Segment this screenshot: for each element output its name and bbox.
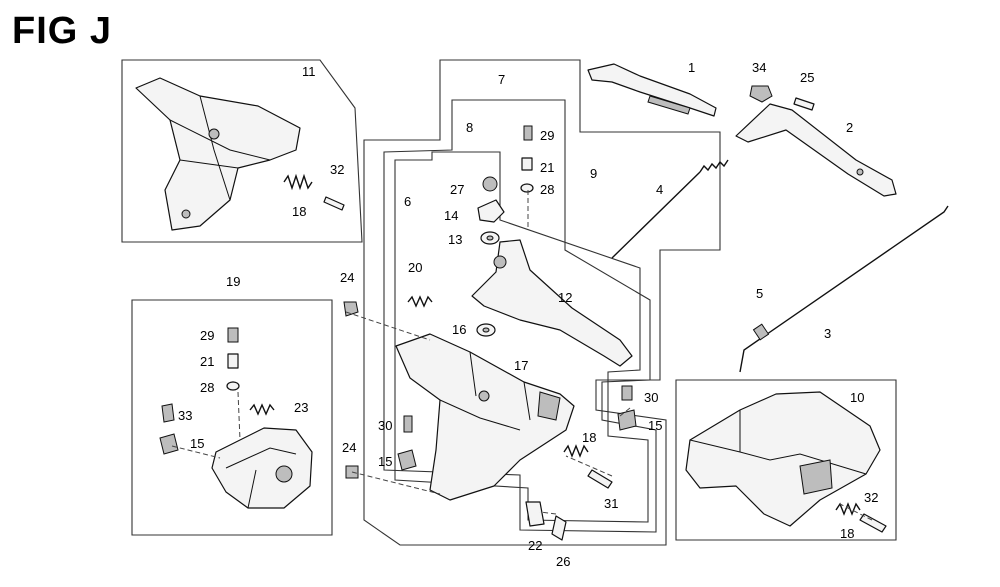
callout-9: 9 (590, 166, 597, 181)
callout-13: 13 (448, 232, 462, 247)
callout-34: 34 (752, 60, 766, 75)
callout-18-b: 18 (582, 430, 596, 445)
callout-18-c: 18 (840, 526, 854, 541)
part-15-clip-c (159, 433, 179, 455)
part-24-bolt-a (343, 301, 359, 317)
part-21-collar-a (521, 157, 533, 171)
callout-22: 22 (528, 538, 542, 553)
callout-1: 1 (688, 60, 695, 75)
frame-group-6 (394, 151, 649, 523)
part-30-screw-a (403, 415, 413, 433)
part-12-governor-arm (471, 239, 633, 367)
callout-32-b: 32 (864, 490, 878, 505)
callout-7: 7 (498, 72, 505, 87)
frame-group-19 (131, 299, 333, 536)
part-26-bolt-b (551, 515, 567, 541)
part-15-clip-a (397, 449, 417, 471)
callout-15-a: 15 (378, 454, 392, 469)
part-17-base-plate (395, 333, 575, 501)
part-14-bracket (477, 199, 505, 223)
part-20-spring (407, 295, 433, 308)
callout-26-a: 26 (556, 554, 570, 569)
part-32-screw-a (323, 196, 345, 211)
part-15-clip-b (617, 409, 637, 431)
figure-title: FIG J (12, 10, 113, 52)
part-31-screw (587, 469, 613, 489)
part-4-governor-spring (611, 159, 729, 259)
frame-group-10 (675, 379, 897, 541)
callout-21-a: 21 (540, 160, 554, 175)
callout-20: 20 (408, 260, 422, 275)
callout-12: 12 (558, 290, 572, 305)
callout-24-b: 24 (342, 440, 356, 455)
callout-24-a: 24 (340, 270, 354, 285)
callout-32-a: 32 (330, 162, 344, 177)
part-16-washer (476, 323, 496, 337)
callout-5: 5 (756, 286, 763, 301)
part-22-collar (525, 501, 545, 527)
part-13-washer (480, 231, 500, 245)
callout-27: 27 (450, 182, 464, 197)
callout-25: 25 (800, 70, 814, 85)
callout-2: 2 (846, 120, 853, 135)
part-18-spring-b (563, 444, 589, 458)
part-28-washer-a (520, 183, 534, 193)
part-18-spring-a (283, 173, 313, 191)
part-23-spring (249, 403, 275, 416)
leader-lines (171, 190, 873, 521)
callout-29-a: 29 (540, 128, 554, 143)
callout-33: 33 (178, 408, 192, 423)
frame-group-11 (121, 59, 363, 243)
part-2-lever-arm (735, 103, 897, 197)
frame-group-8 (383, 99, 657, 533)
callout-30-b: 30 (644, 390, 658, 405)
callout-28-b: 28 (200, 380, 214, 395)
callout-21-b: 21 (200, 354, 214, 369)
part-25-bolt (793, 97, 815, 111)
frame-group-7 (363, 59, 721, 546)
callout-28-a: 28 (540, 182, 554, 197)
callout-30-a: 30 (378, 418, 392, 433)
callout-16: 16 (452, 322, 466, 337)
callout-23: 23 (294, 400, 308, 415)
callout-8: 8 (466, 120, 473, 135)
part-3-control-rod (739, 205, 949, 373)
part-29-screw-b (227, 327, 239, 343)
part-28-washer-b (226, 381, 240, 391)
part-33-screw (161, 403, 175, 423)
part-32-screw-b (859, 513, 887, 533)
part-5-grommet (752, 323, 770, 341)
part-10-control-cover (685, 391, 881, 527)
callout-17: 17 (514, 358, 528, 373)
part-34-nut (749, 85, 773, 103)
callout-6: 6 (404, 194, 411, 209)
part-21-collar-b (227, 353, 239, 369)
callout-4: 4 (656, 182, 663, 197)
callout-10: 10 (850, 390, 864, 405)
callout-3: 3 (824, 326, 831, 341)
callout-15-c: 15 (190, 436, 204, 451)
callout-19: 19 (226, 274, 240, 289)
callout-14: 14 (444, 208, 458, 223)
callout-11: 11 (302, 64, 316, 79)
callout-29-b: 29 (200, 328, 214, 343)
part-11-control-bracket (135, 77, 301, 231)
part-30-screw-b (621, 385, 633, 401)
callout-31: 31 (604, 496, 618, 511)
part-19-control-base (211, 427, 313, 509)
part-27-nut (482, 176, 498, 192)
part-29-screw-a (523, 125, 533, 141)
part-1-control-lever (587, 63, 717, 117)
callout-18-a: 18 (292, 204, 306, 219)
callout-15-b: 15 (648, 418, 662, 433)
